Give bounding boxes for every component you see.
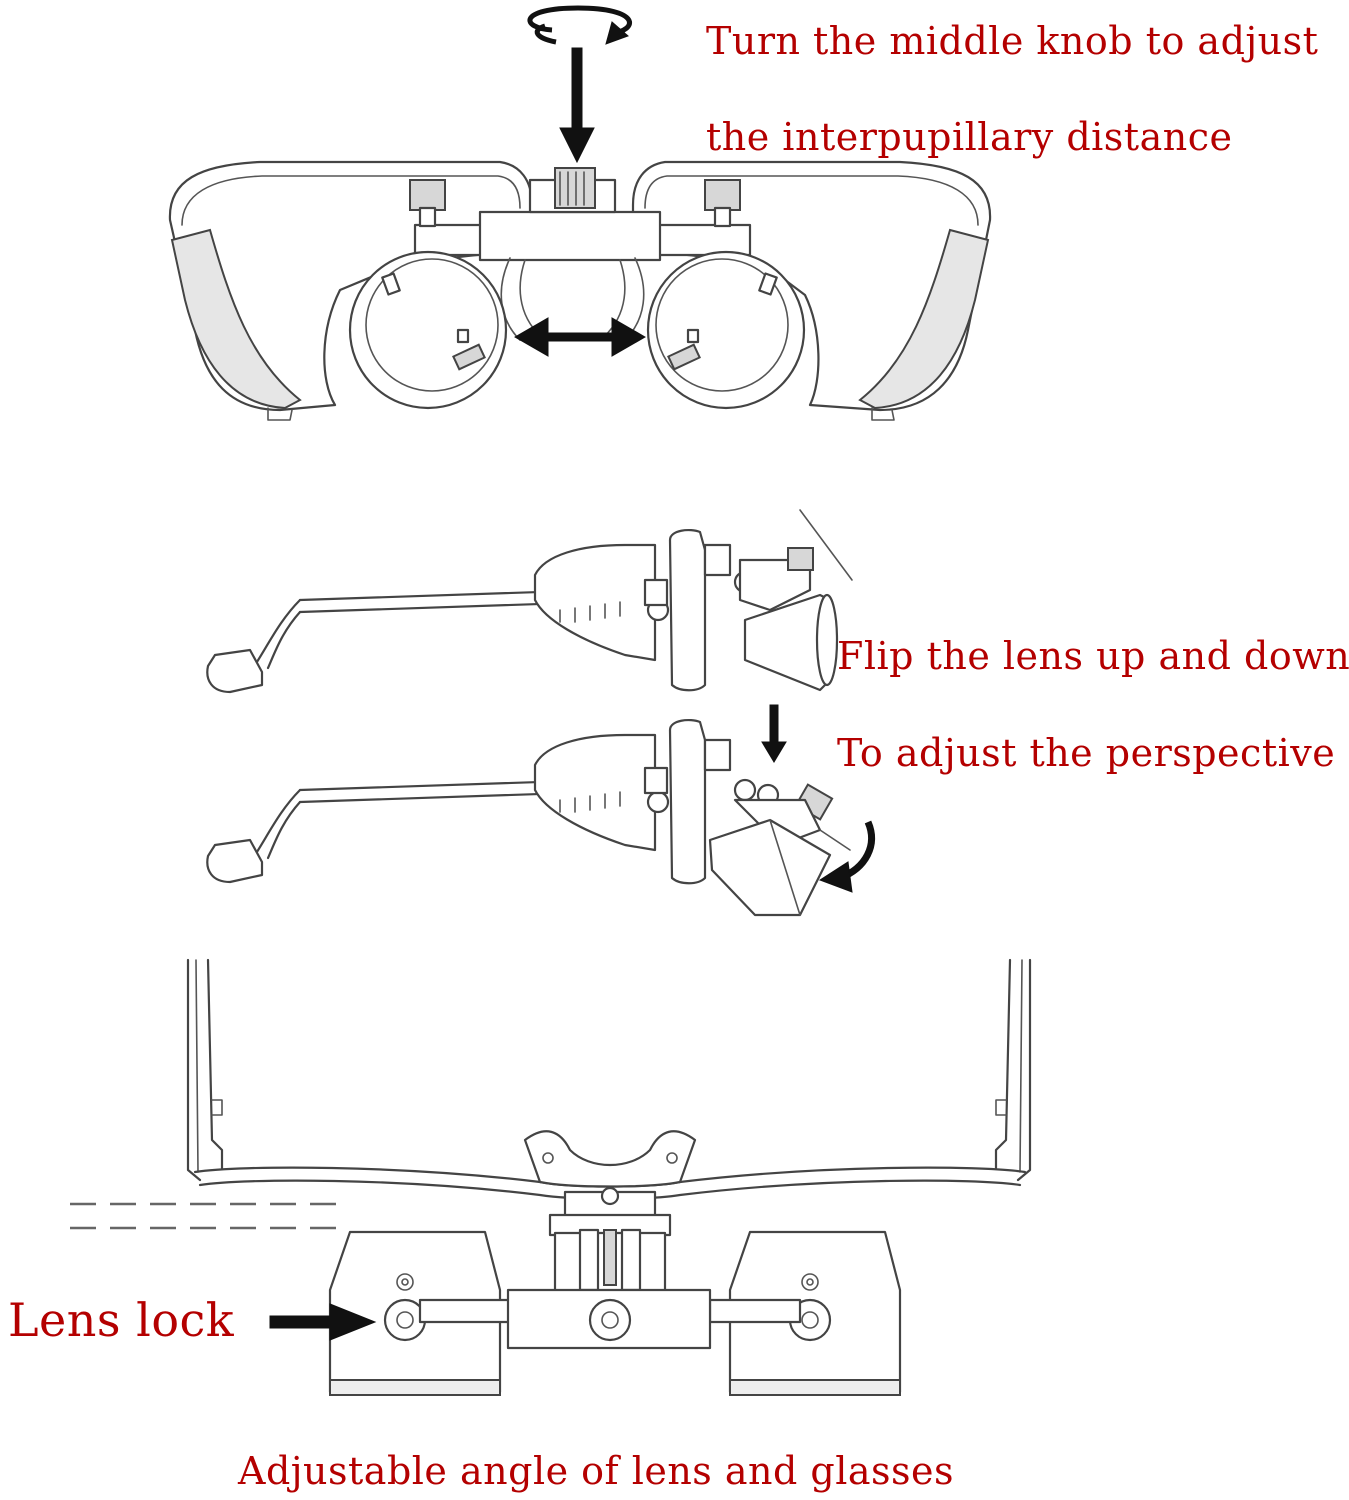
loupe-crossbar bbox=[418, 1288, 802, 1350]
right-lens bbox=[646, 250, 806, 410]
down-arrow-icon bbox=[559, 47, 595, 164]
front-bridge bbox=[409, 167, 752, 341]
curved-arrow-icon bbox=[818, 820, 875, 893]
flip-label-line1: Flip the lens up and down bbox=[837, 634, 1349, 678]
dashed-guides bbox=[70, 1202, 350, 1230]
center-mount bbox=[548, 1186, 672, 1295]
right-arrow-icon bbox=[269, 1303, 377, 1341]
knob-label-line2: the interpupillary distance bbox=[706, 115, 1233, 159]
flip-down-arrow-icon bbox=[761, 704, 787, 763]
knob-label-line1: Turn the middle knob to adjust bbox=[706, 19, 1319, 63]
right-temple bbox=[994, 958, 1032, 1182]
rotate-arrow-icon bbox=[527, 5, 632, 45]
angle-label: Adjustable angle of lens and glasses bbox=[238, 1449, 955, 1493]
flip-label-line2: To adjust the perspective bbox=[837, 731, 1336, 775]
left-lens bbox=[348, 250, 508, 410]
double-arrow-icon bbox=[513, 317, 647, 357]
lens-lock-label: Lens lock bbox=[8, 1293, 235, 1347]
left-loupe bbox=[328, 1230, 502, 1396]
side-view-down bbox=[206, 719, 851, 917]
left-temple bbox=[186, 958, 224, 1182]
side-view-up bbox=[206, 509, 853, 694]
